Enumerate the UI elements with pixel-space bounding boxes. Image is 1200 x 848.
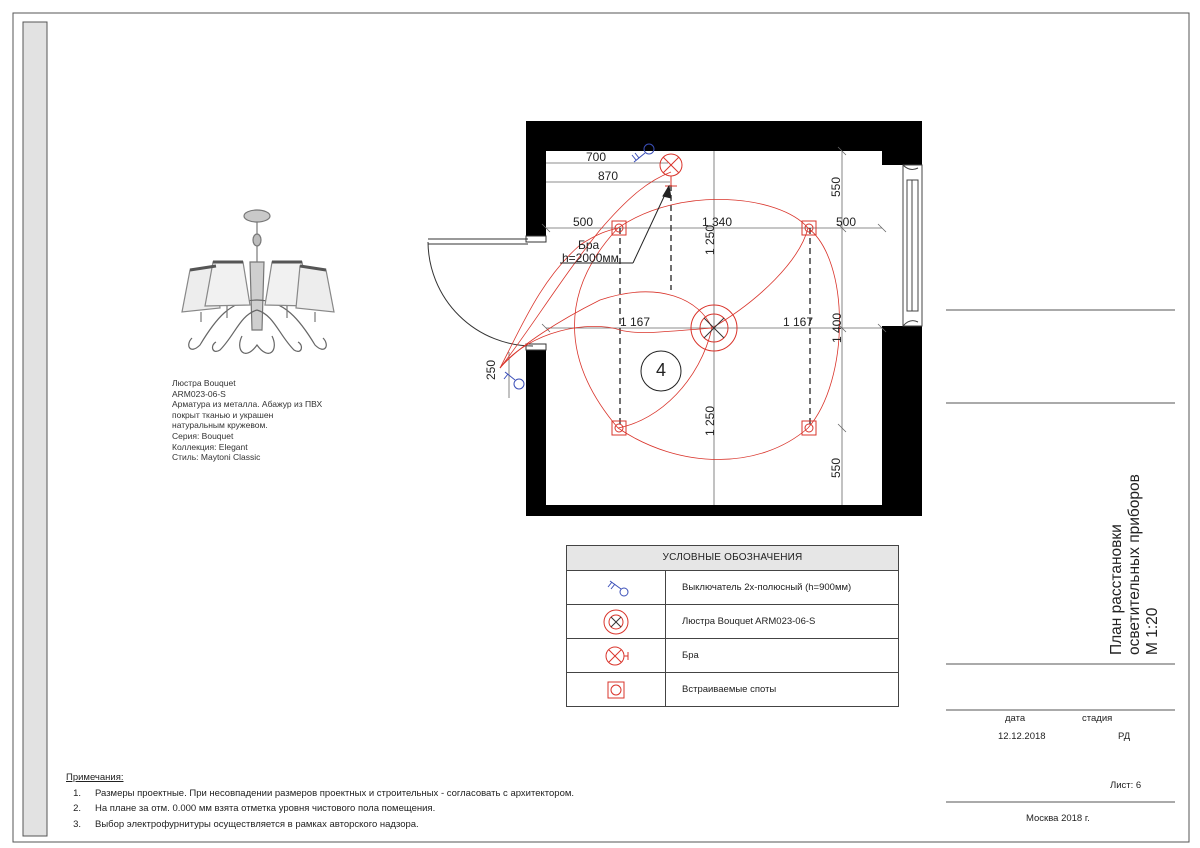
note-item: 3. Выбор электрофурнитуры осуществляется… — [66, 817, 574, 833]
room-number-circle — [640, 350, 682, 392]
dimension-550-bottom: 550 — [829, 457, 843, 478]
legend-row: Бра — [567, 639, 898, 673]
room-number: 4 — [655, 360, 666, 380]
product-desc-line: натуральным кружевом. — [172, 420, 268, 431]
binding-strip — [22, 21, 48, 837]
note-number: 2. — [73, 803, 81, 814]
sheet-scale: М 1:20 — [1144, 607, 1161, 655]
dimension-lines — [508, 146, 887, 505]
city-year: Москва 2018 г. — [1026, 813, 1090, 824]
chandelier-product-image — [181, 209, 335, 354]
note-item: 1. Размеры проектные. При несовпадении р… — [66, 786, 574, 802]
walls — [526, 121, 922, 516]
dimension-550-top: 550 — [829, 176, 843, 197]
note-text: Размеры проектные. При несовпадении разм… — [95, 787, 575, 799]
dimension-700: 700 — [586, 150, 607, 164]
notes: Примечания: 1. Размеры проектные. При не… — [66, 770, 574, 832]
sconce-symbol — [659, 153, 683, 187]
legend-label: Люстра Bouquet ARM023-06-S — [682, 616, 816, 627]
dimension-1167-right: 1 167 — [783, 315, 814, 329]
note-number: 3. — [73, 818, 81, 830]
note-item: 2. На плане за отм. 0.000 мм взята отмет… — [66, 801, 574, 817]
date-value: 12.12.2018 — [998, 731, 1046, 742]
sconce-icon — [567, 639, 666, 672]
dimension-1250-bottom: 1 250 — [703, 405, 717, 436]
spotlight-icon — [567, 673, 666, 706]
dimension-250: 250 — [484, 359, 498, 380]
dimension-1340: 1 340 — [702, 215, 733, 229]
stage-label: стадия — [1082, 713, 1113, 724]
spotlight-symbols — [611, 220, 817, 436]
note-number: 1. — [73, 787, 81, 799]
legend-row: Люстра Bouquet ARM023-06-S — [567, 605, 898, 639]
sheet-frame — [12, 12, 1190, 843]
window — [902, 164, 923, 327]
callout-label: Бра — [578, 238, 600, 252]
product-article: ARM023-06-S — [172, 388, 226, 399]
note-text: Выбор электрофурнитуры осуществляется в … — [95, 818, 419, 830]
callout-leader — [560, 184, 672, 264]
chandelier-icon — [567, 605, 666, 638]
sheet-title-line: осветительных приборов — [1126, 474, 1143, 655]
door — [427, 235, 547, 351]
product-desc-line: покрыт тканью и украшен — [172, 409, 274, 420]
product-desc-line: Арматура из металла. Абажур из ПВХ — [172, 399, 323, 410]
title-block-lines — [946, 309, 1175, 803]
sheet-number: Лист: 6 — [1110, 780, 1142, 791]
legend-label: Встраиваемые споты — [682, 684, 777, 695]
dimension-870: 870 — [598, 169, 619, 183]
chandelier-symbol — [690, 304, 738, 352]
product-description: Люстра Bouquet ARM023-06-S Арматура из м… — [172, 378, 342, 463]
dashed-guides — [619, 185, 811, 428]
sheet-title-line: План расстановки — [1108, 524, 1125, 655]
switch-icon — [567, 571, 666, 604]
legend-label: Выключатель 2х-полюсный (h=900мм) — [682, 582, 852, 593]
notes-title: Примечания: — [66, 772, 124, 783]
legend-row: Встраиваемые споты — [567, 673, 898, 706]
stage-value: РД — [1118, 731, 1131, 742]
sheet-title: План расстановки осветительных приборов … — [1108, 445, 1162, 655]
date-label: дата — [1005, 713, 1026, 724]
dimension-500-left: 500 — [573, 215, 594, 229]
product-name: Люстра Bouquet — [172, 378, 236, 388]
switch-symbols — [503, 143, 655, 390]
product-series: Серия: Bouquet — [172, 430, 234, 441]
product-collection: Коллекция: Elegant — [172, 441, 248, 452]
callout-height: h=2000мм — [562, 251, 619, 265]
dimension-500-right: 500 — [836, 215, 857, 229]
circuit-lines — [499, 171, 840, 460]
dimension-1400: 1 400 — [830, 312, 844, 343]
legend-row: Выключатель 2х-полюсный (h=900мм) — [567, 571, 898, 605]
dimension-1167-left: 1 167 — [620, 315, 651, 329]
legend-title: УСЛОВНЫЕ ОБОЗНАЧЕНИЯ — [567, 546, 898, 571]
legend-label: Бра — [682, 650, 699, 661]
dimension-1250-top: 1 250 — [703, 224, 717, 255]
product-style: Стиль: Maytoni Classic — [172, 452, 261, 463]
note-text: На плане за отм. 0.000 мм взята отметка … — [95, 803, 436, 814]
legend-table: УСЛОВНЫЕ ОБОЗНАЧЕНИЯ Выключатель 2х-полю… — [566, 545, 899, 707]
floor-plan — [427, 121, 923, 516]
